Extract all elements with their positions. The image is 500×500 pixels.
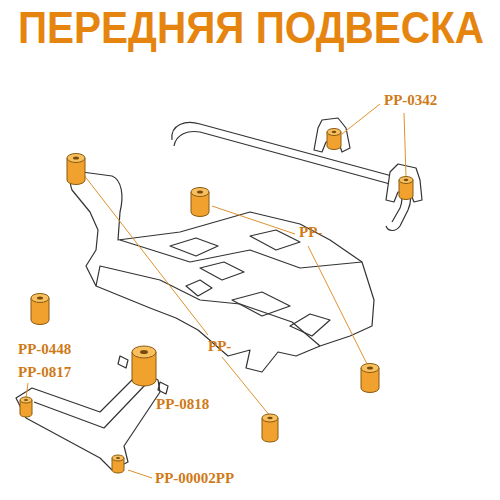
part-number: PP- bbox=[208, 338, 231, 355]
leader-line bbox=[222, 357, 270, 416]
bar-bracket bbox=[386, 164, 422, 202]
page-title: ПЕРЕДНЯЯ ПОДВЕСКА bbox=[18, 4, 484, 52]
leader-line bbox=[342, 104, 380, 134]
subframe-detail bbox=[96, 266, 320, 346]
part-number: PP-0817 bbox=[18, 364, 71, 381]
leader-line bbox=[26, 383, 28, 398]
part-number: PP-00002PP bbox=[155, 470, 234, 487]
subframe-detail bbox=[170, 238, 218, 256]
subframe-detail bbox=[186, 280, 212, 296]
part-number: PP- bbox=[299, 224, 322, 241]
leader-line bbox=[308, 246, 368, 366]
bushing bbox=[399, 177, 413, 200]
subframe-detail bbox=[232, 292, 290, 316]
bushing bbox=[361, 364, 379, 393]
control-arm-detail bbox=[34, 384, 146, 428]
part-number: PP-0818 bbox=[156, 396, 209, 413]
stabilizer-bar bbox=[174, 132, 402, 222]
stabilizer-bar bbox=[172, 123, 411, 231]
bushing bbox=[67, 154, 85, 185]
bushing bbox=[31, 294, 49, 325]
bushing bbox=[191, 188, 209, 217]
leader-line bbox=[404, 113, 406, 176]
part-number: PP-0342 bbox=[384, 92, 437, 109]
subframe-detail bbox=[290, 314, 330, 336]
bushing bbox=[327, 129, 341, 150]
subframe-detail bbox=[120, 240, 362, 268]
bushing bbox=[262, 414, 278, 442]
control-arm bbox=[16, 372, 160, 470]
leader-line bbox=[212, 206, 295, 234]
subframe-detail bbox=[200, 262, 244, 280]
bushing bbox=[20, 397, 32, 417]
bushing bbox=[112, 455, 124, 473]
subframe bbox=[70, 172, 374, 372]
bushing bbox=[132, 346, 156, 386]
leader-line bbox=[80, 170, 208, 335]
part-number: PP-0448 bbox=[18, 341, 71, 358]
leader-line bbox=[128, 470, 152, 478]
bar-bracket bbox=[314, 118, 350, 152]
